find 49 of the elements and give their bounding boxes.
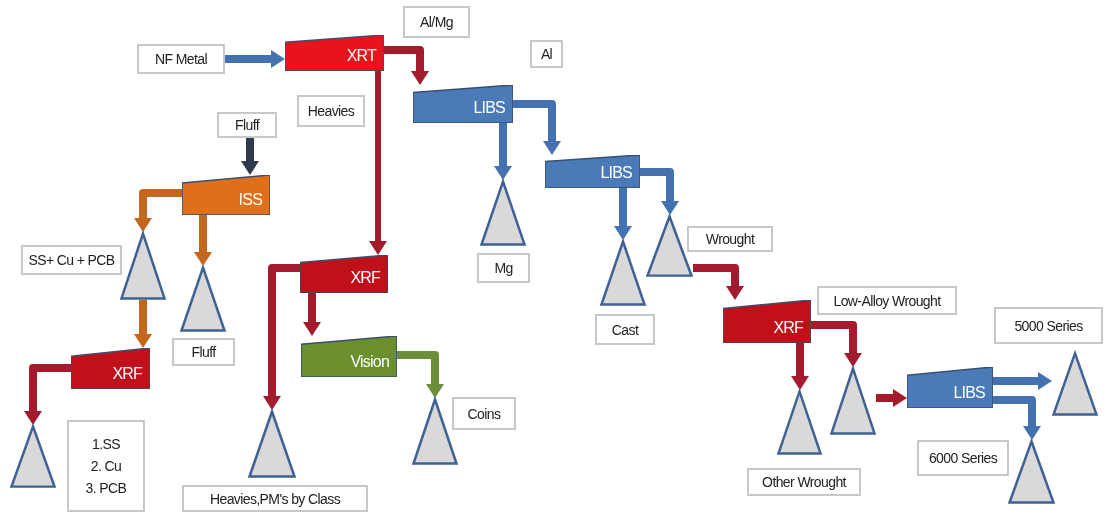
text-box: Wrought	[687, 226, 773, 252]
text-box: Cast	[595, 314, 655, 345]
flow-arrow	[397, 351, 444, 398]
text-box: Al/Mg	[403, 6, 470, 38]
sorter-label: XRF	[112, 365, 142, 383]
flow-arrow	[241, 138, 259, 175]
flow-arrow	[876, 389, 907, 407]
text-box: 5000 Series	[994, 307, 1103, 344]
text-box: Low-Alloy Wrought	[817, 286, 957, 315]
sorter-label: LIBS	[600, 164, 632, 182]
flow-arrow	[24, 364, 71, 425]
text-box: Heavies,PM's by Class	[182, 485, 368, 512]
sorter-label: Vision	[350, 353, 389, 371]
list-item: 1.SS	[92, 436, 120, 452]
flow-arrow	[791, 343, 809, 390]
flow-arrow	[811, 321, 862, 367]
list-box	[67, 420, 145, 512]
list-item: 2. Cu	[90, 458, 122, 474]
flow-arrow	[993, 396, 1041, 440]
flow-arrow	[225, 50, 285, 68]
flow-arrow	[134, 189, 182, 232]
sorter-label: LIBS	[953, 384, 985, 402]
flow-arrow	[303, 293, 321, 336]
flow-arrow	[384, 46, 429, 85]
flow-arrow	[369, 71, 387, 255]
flow-arrow	[494, 123, 512, 180]
sorter-label: XRF	[773, 319, 803, 337]
list-item: 3. PCB	[85, 480, 127, 496]
text-box: Fluff	[172, 338, 235, 366]
flow-arrow	[194, 215, 212, 266]
text-box: NF Metal	[137, 44, 225, 74]
text-box: Coins	[452, 397, 516, 430]
sorter-label: XRF	[350, 269, 380, 287]
text-box: Al	[530, 40, 563, 68]
text-box: Fluff	[217, 112, 277, 138]
text-box: Other Wrought	[747, 468, 861, 496]
sorter-label: ISS	[238, 191, 262, 209]
text-box: Mg	[477, 253, 530, 283]
flow-arrow	[993, 372, 1052, 390]
flow-arrow	[263, 264, 300, 410]
flow-arrow	[614, 188, 632, 240]
text-box: 6000 Series	[917, 440, 1009, 476]
sorter-label: XRT	[346, 47, 376, 65]
flow-arrow	[513, 100, 561, 155]
flow-arrow	[640, 168, 679, 215]
text-box: Heavies	[297, 95, 365, 127]
sorter-label: LIBS	[473, 99, 505, 117]
text-box: SS+ Cu + PCB	[21, 245, 122, 275]
flow-arrow	[134, 300, 152, 348]
